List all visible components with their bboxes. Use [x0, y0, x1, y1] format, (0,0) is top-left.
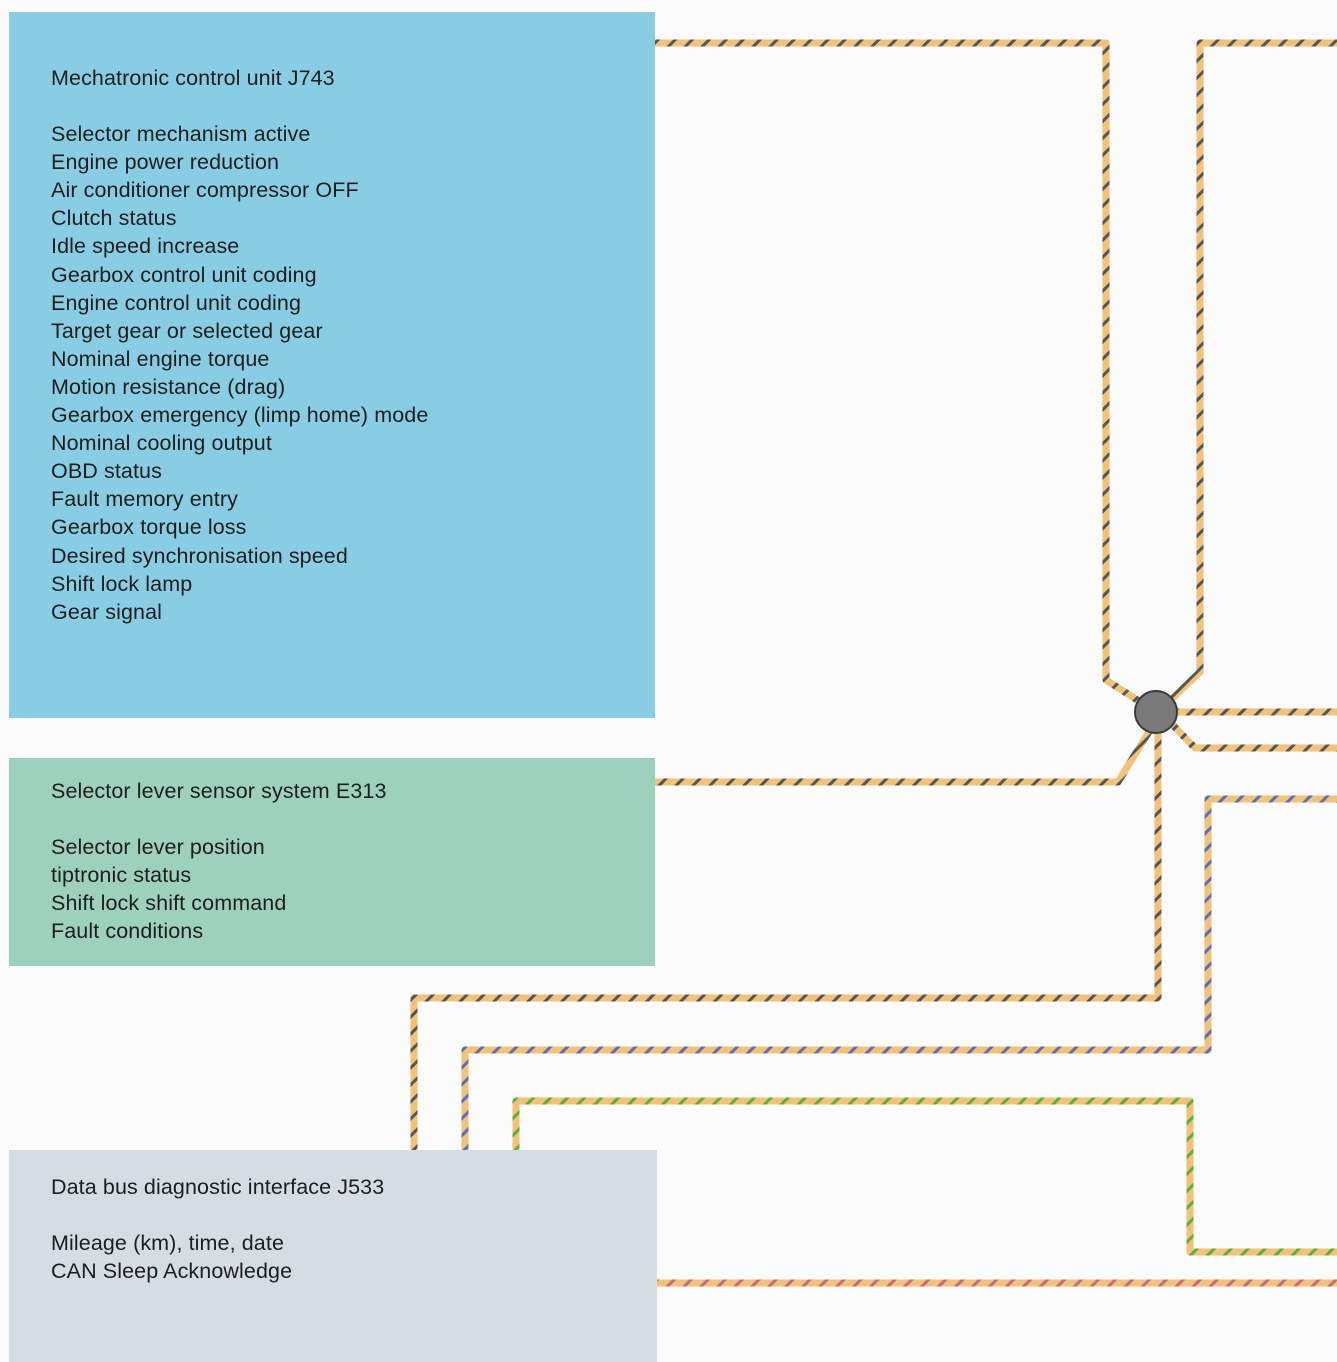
list-item: Selector mechanism active [51, 122, 311, 147]
wire-blue-to-j533 [461, 795, 1337, 1150]
list-item: Gearbox emergency (limp home) mode [51, 403, 429, 428]
list-item: Engine power reduction [51, 150, 280, 175]
e313-block: Selector lever sensor system E313 Select… [9, 758, 655, 966]
j533-title: Data bus diagnostic interface J533 [51, 1175, 385, 1199]
list-item: Desired synchronisation speed [51, 543, 348, 568]
list-item: Fault conditions [51, 919, 204, 944]
list-item: Gearbox control unit coding [51, 262, 317, 287]
list-item: Fault memory entry [51, 487, 238, 512]
bus-star-node [1134, 690, 1178, 734]
wire-e313-to-node [655, 728, 1153, 786]
list-item: Shift lock shift command [51, 891, 287, 916]
list-item: Shift lock lamp [51, 571, 193, 596]
list-item: tiptronic status [51, 863, 192, 888]
wire-node-to-j533 [410, 720, 1162, 1150]
list-item: Mileage (km), time, date [51, 1231, 284, 1256]
wire-node-right-2 [1159, 711, 1337, 752]
wire-top-right-to-node [1157, 39, 1337, 713]
j743-block: Mechatronic control unit J743 Selector m… [9, 12, 655, 718]
e313-signal-list: Selector lever position tiptronic status… [51, 833, 655, 945]
list-item: Motion resistance (drag) [51, 374, 286, 399]
list-item: Idle speed increase [51, 234, 240, 259]
wire-green-to-j533 [512, 1097, 1337, 1256]
list-item: Nominal engine torque [51, 346, 270, 371]
list-item: Gearbox torque loss [51, 515, 247, 540]
wire-j743-to-node [655, 39, 1158, 715]
list-item: OBD status [51, 459, 162, 484]
list-item: Selector lever position [51, 835, 265, 860]
j533-block: Data bus diagnostic interface J533 Milea… [9, 1150, 657, 1362]
j533-signal-list: Mileage (km), time, date CAN Sleep Ackno… [51, 1229, 657, 1285]
list-item: Gear signal [51, 599, 163, 624]
list-item: Clutch status [51, 206, 177, 231]
list-item: Nominal cooling output [51, 431, 272, 456]
list-item: CAN Sleep Acknowledge [51, 1259, 293, 1284]
list-item: Air conditioner compressor OFF [51, 178, 359, 203]
e313-title: Selector lever sensor system E313 [51, 779, 387, 803]
list-item: Engine control unit coding [51, 290, 302, 315]
j743-signal-list: Selector mechanism active Engine power r… [51, 120, 655, 626]
list-item: Target gear or selected gear [51, 318, 323, 343]
j743-title: Mechatronic control unit J743 [51, 66, 335, 90]
